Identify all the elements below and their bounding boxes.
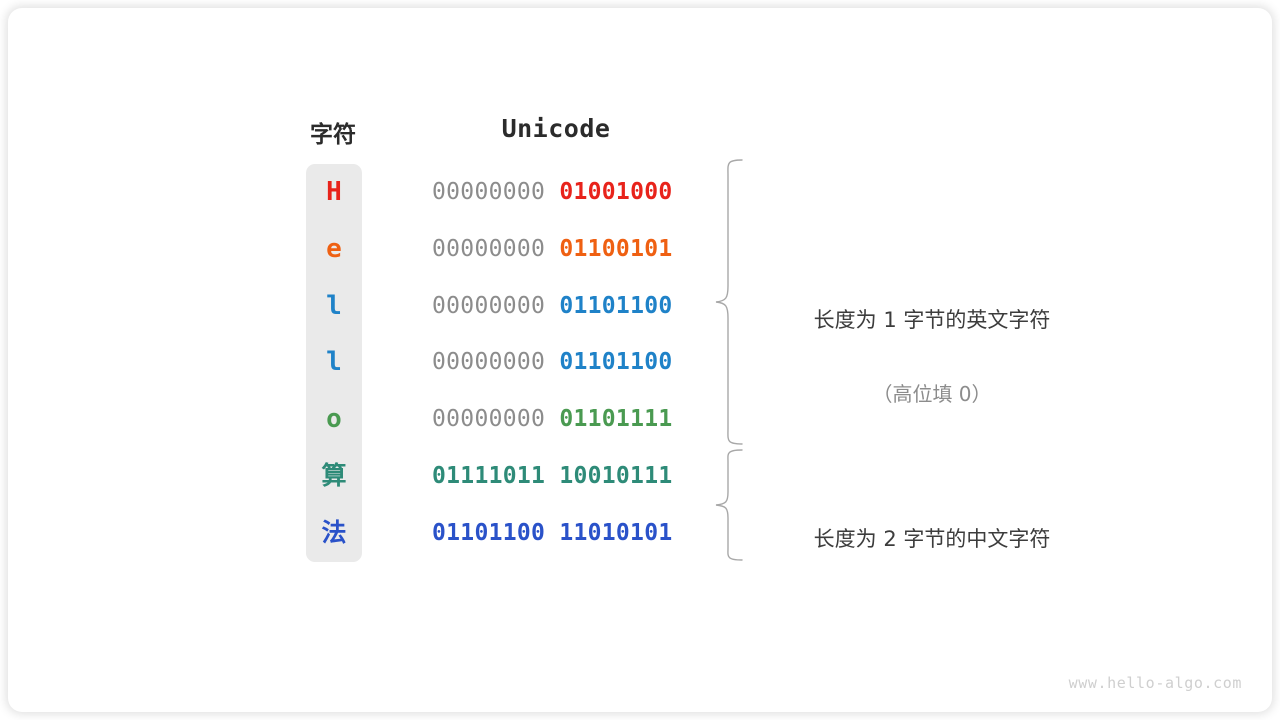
- brace-chinese-group: [715, 449, 743, 561]
- encoding-row: 法 01101100 11010101: [306, 511, 726, 555]
- row-high-byte: 00000000: [432, 292, 546, 319]
- row-low-byte: 01111011 10010111: [432, 463, 673, 489]
- row-low-byte: 01101111: [559, 406, 673, 433]
- encoding-row: l 00000000 01101100: [306, 340, 726, 384]
- watermark: www.hello-algo.com: [1068, 674, 1242, 692]
- encoding-row: H 00000000 01001000: [306, 170, 726, 214]
- row-high-byte: 00000000: [432, 349, 546, 376]
- row-character: l: [326, 347, 342, 378]
- annotation-chinese-line1: 长度为 2 字节的中文字符: [813, 527, 1051, 551]
- row-high-byte: 00000000: [432, 179, 546, 205]
- row-character: H: [326, 177, 342, 207]
- row-unicode-bits: 00000000 01101111: [432, 397, 673, 441]
- row-low-byte: 01100101: [559, 235, 673, 262]
- row-character: e: [326, 233, 342, 264]
- encoding-row: 算 01111011 10010111: [306, 454, 726, 498]
- encoding-row: o 00000000 01101111: [306, 397, 726, 441]
- row-character: o: [326, 404, 342, 435]
- character-column-background: [306, 164, 362, 562]
- row-character: 法: [321, 517, 347, 547]
- row-low-byte: 01001000: [559, 179, 673, 205]
- column-header-character: 字符: [310, 122, 356, 148]
- row-character: l: [326, 290, 342, 321]
- row-unicode-bits: 01101100 11010101: [432, 511, 673, 555]
- row-unicode-bits: 01111011 10010111: [432, 454, 673, 498]
- encoding-row: e 00000000 01100101: [306, 227, 726, 271]
- column-header-unicode: Unicode: [501, 114, 611, 143]
- annotation-english-line2: （高位填 0）: [872, 382, 992, 406]
- row-unicode-bits: 00000000 01101100: [432, 340, 673, 384]
- annotation-english-bytes: 长度为 1 字节的英文字符 （高位填 0）: [752, 264, 1112, 450]
- row-low-byte: 01101100 11010101: [432, 519, 673, 546]
- row-high-byte: 00000000: [432, 406, 546, 433]
- figure-card: [8, 8, 1272, 712]
- row-unicode-bits: 00000000 01001000: [432, 170, 673, 214]
- annotation-chinese-bytes: 长度为 2 字节的中文字符: [752, 483, 1112, 595]
- annotation-english-line1: 长度为 1 字节的英文字符: [813, 308, 1051, 332]
- row-low-byte: 01101100: [559, 292, 673, 319]
- row-low-byte: 01101100: [559, 349, 673, 376]
- encoding-row: l 00000000 01101100: [306, 284, 726, 328]
- row-unicode-bits: 00000000 01100101: [432, 227, 673, 271]
- row-unicode-bits: 00000000 01101100: [432, 284, 673, 328]
- row-character: 算: [321, 461, 347, 490]
- brace-english-group: [715, 159, 743, 445]
- row-high-byte: 00000000: [432, 235, 546, 262]
